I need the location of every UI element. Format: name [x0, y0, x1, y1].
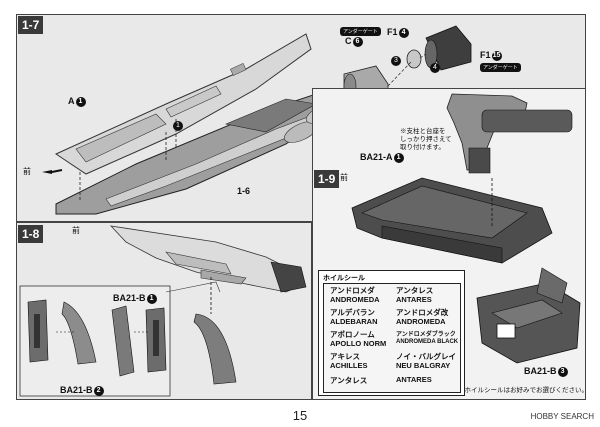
part-letter: BA21-B — [113, 293, 146, 303]
part-letter: F1 — [387, 27, 398, 37]
sticker-grid: アンドロメダ アンタレス ANDROMEDA ANTARES アルデバラン アン… — [323, 283, 461, 393]
part-letter: F1 — [480, 50, 491, 60]
part-letter: BA21-B — [60, 385, 93, 395]
part-number: 4 — [398, 27, 409, 38]
step-1-8-badge: 1-8 — [18, 225, 44, 243]
sticker-entry: ACHILLES — [330, 361, 368, 370]
step-1-8-illustration — [19, 225, 307, 397]
part-number: 3 — [557, 366, 568, 377]
sticker-entry: ANDROMEDA — [396, 317, 446, 326]
part-number: 1 — [146, 293, 157, 304]
part-letter: A — [68, 96, 75, 106]
sticker-entry: アンドロメダ — [330, 286, 375, 295]
sticker-entry: アルデバラン — [330, 308, 375, 317]
sticker-entry: アンドロメダブラック — [396, 332, 456, 338]
stand-part-curved — [61, 301, 97, 365]
stand-base-illustration — [351, 93, 581, 364]
page-number: 15 — [292, 408, 308, 423]
part-number: 6 — [352, 36, 363, 47]
sticker-entry: NEU BALGRAY — [396, 361, 451, 370]
step-1-7-badge: 1-7 — [18, 16, 44, 34]
part-number: 15 — [491, 50, 502, 61]
part-number: 2 — [93, 385, 104, 396]
front-label: 前 — [23, 167, 31, 176]
front-label: 前 — [340, 173, 348, 182]
part-number: 1 — [75, 96, 86, 107]
foil-sticker-sheet: ホイルシール アンドロメダ アンタレス ANDROMEDA ANTARES アル… — [318, 270, 465, 396]
part-number: 1 — [393, 152, 404, 163]
sticker-entry: ノイ・バルグレイ — [396, 352, 456, 361]
front-label: 前 — [72, 226, 80, 235]
part-letter: BA21-B — [524, 366, 557, 376]
stand-part-middle — [111, 305, 135, 377]
stand-part-far-right — [193, 313, 237, 385]
sticker-entry: アキレス — [330, 352, 360, 361]
assembly-note: ※支柱と台座を しっかり押さえて 取り付けます。 — [400, 128, 452, 151]
sticker-entry: アンタレス — [396, 286, 434, 295]
step-1-7-illustration — [42, 25, 472, 215]
sticker-title: ホイルシール — [323, 275, 365, 282]
sticker-entry: ANDROMEDA BLACK — [396, 339, 459, 345]
sub-ref-label: 1-6 — [237, 186, 251, 196]
sticker-entry: ANTARES — [396, 295, 432, 304]
sticker-entry: アンドロメダ改 — [396, 308, 449, 317]
sticker-entry: アンタレス — [330, 376, 368, 385]
sticker-entry: APOLLO NORM — [330, 339, 387, 348]
arrow-number: 1 — [173, 121, 183, 131]
under-gate-tag: アンダーゲート — [340, 27, 381, 36]
part-letter: BA21-A — [360, 152, 393, 162]
sticker-entry: ALDEBARAN — [330, 317, 378, 326]
under-gate-tag: アンダーゲート — [480, 63, 521, 72]
ship-hull — [109, 225, 305, 293]
part-letter: C — [345, 36, 352, 46]
sticker-entry: ANTARES — [396, 375, 432, 384]
sticker-entry: アポロノーム — [330, 330, 375, 339]
sticker-note: ※ホイルシールはお好みでお選びください。 — [458, 387, 588, 394]
step-1-9-badge: 1-9 — [314, 170, 340, 188]
sticker-entry: ANDROMEDA — [330, 295, 380, 304]
arrow-number: 3 — [391, 56, 401, 66]
arrow-number: 4 — [430, 63, 440, 73]
watermark: HOBBY SEARCH — [528, 412, 596, 421]
